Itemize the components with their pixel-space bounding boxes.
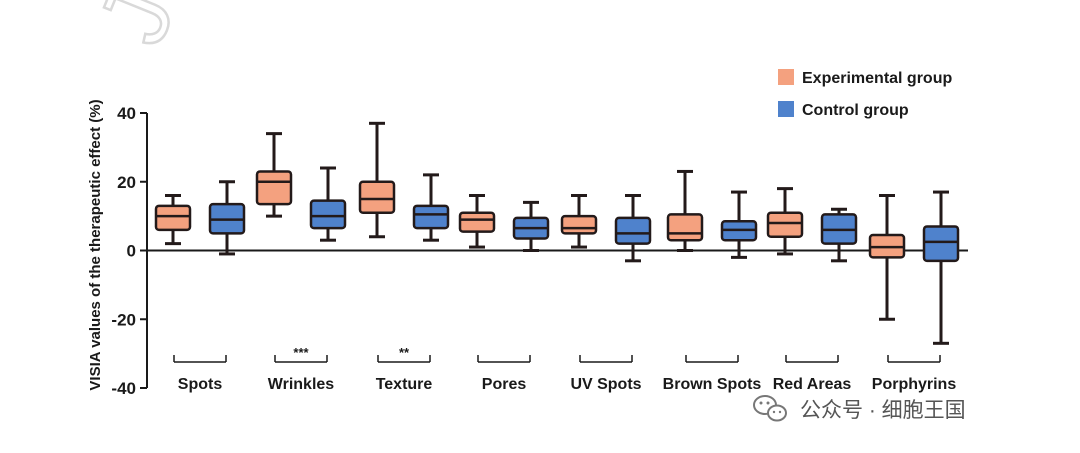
y-tick-label: 20 bbox=[117, 173, 136, 192]
box-experimental-group bbox=[154, 194, 192, 246]
wechat-icon bbox=[753, 395, 787, 422]
category-label: Wrinkles bbox=[268, 376, 335, 393]
box-body bbox=[766, 211, 804, 238]
legend-swatch bbox=[778, 69, 794, 85]
box-body bbox=[458, 211, 496, 233]
box-control-group bbox=[720, 190, 758, 259]
boxes-layer bbox=[154, 121, 960, 345]
legend-label: Experimental group bbox=[802, 70, 952, 87]
box-experimental-group bbox=[766, 187, 804, 256]
category-label: Texture bbox=[376, 376, 433, 393]
significance-stars: *** bbox=[293, 345, 309, 360]
box-body bbox=[560, 214, 598, 235]
box-body bbox=[922, 225, 960, 263]
box-body bbox=[614, 216, 652, 245]
category-label: Pores bbox=[482, 376, 527, 393]
box-control-group bbox=[208, 180, 246, 256]
legend-swatch bbox=[778, 101, 794, 117]
y-axis-label: VISIA values of the therapeutic effect (… bbox=[87, 99, 104, 390]
category-label: Spots bbox=[178, 376, 223, 393]
category-label: Brown Spots bbox=[663, 376, 762, 393]
box-experimental-group bbox=[666, 169, 704, 252]
box-experimental-group bbox=[868, 194, 906, 321]
box-control-group bbox=[820, 207, 858, 263]
category-label: UV Spots bbox=[570, 376, 641, 393]
box-experimental-group bbox=[560, 194, 598, 249]
wechat-watermark: 公众号 · 细胞王国 bbox=[753, 395, 966, 422]
box-experimental-group bbox=[358, 121, 396, 239]
y-tick-label: 40 bbox=[117, 104, 136, 123]
corner-watermark-letters: Jo bbox=[78, 0, 215, 58]
box-experimental-group bbox=[458, 194, 496, 249]
box-body bbox=[154, 204, 192, 232]
category-label: Red Areas bbox=[773, 376, 852, 393]
box-body bbox=[412, 204, 450, 230]
box-body bbox=[255, 170, 293, 206]
y-tick-label: -40 bbox=[111, 379, 136, 398]
box-control-group bbox=[512, 200, 550, 252]
y-tick-label: 0 bbox=[127, 242, 136, 261]
box-body bbox=[666, 213, 704, 242]
watermark-text: 公众号 · 细胞王国 bbox=[800, 399, 966, 422]
axes: 40 20 0 -20 -40 bbox=[111, 104, 968, 398]
box-control-group bbox=[614, 194, 652, 263]
box-control-group bbox=[412, 173, 450, 242]
box-body bbox=[309, 199, 347, 230]
significance-layer: Spots Wrinkles *** Texture ** Pores UV Spots Br… bbox=[173, 345, 957, 393]
legend-label: Control group bbox=[802, 102, 909, 119]
box-control-group bbox=[922, 190, 960, 345]
box-body bbox=[358, 180, 396, 214]
box-control-group bbox=[309, 166, 347, 242]
box-experimental-group bbox=[255, 132, 293, 218]
significance-stars: ** bbox=[399, 345, 410, 360]
y-tick-label: -20 bbox=[111, 310, 136, 329]
category-label: Porphyrins bbox=[872, 376, 957, 393]
